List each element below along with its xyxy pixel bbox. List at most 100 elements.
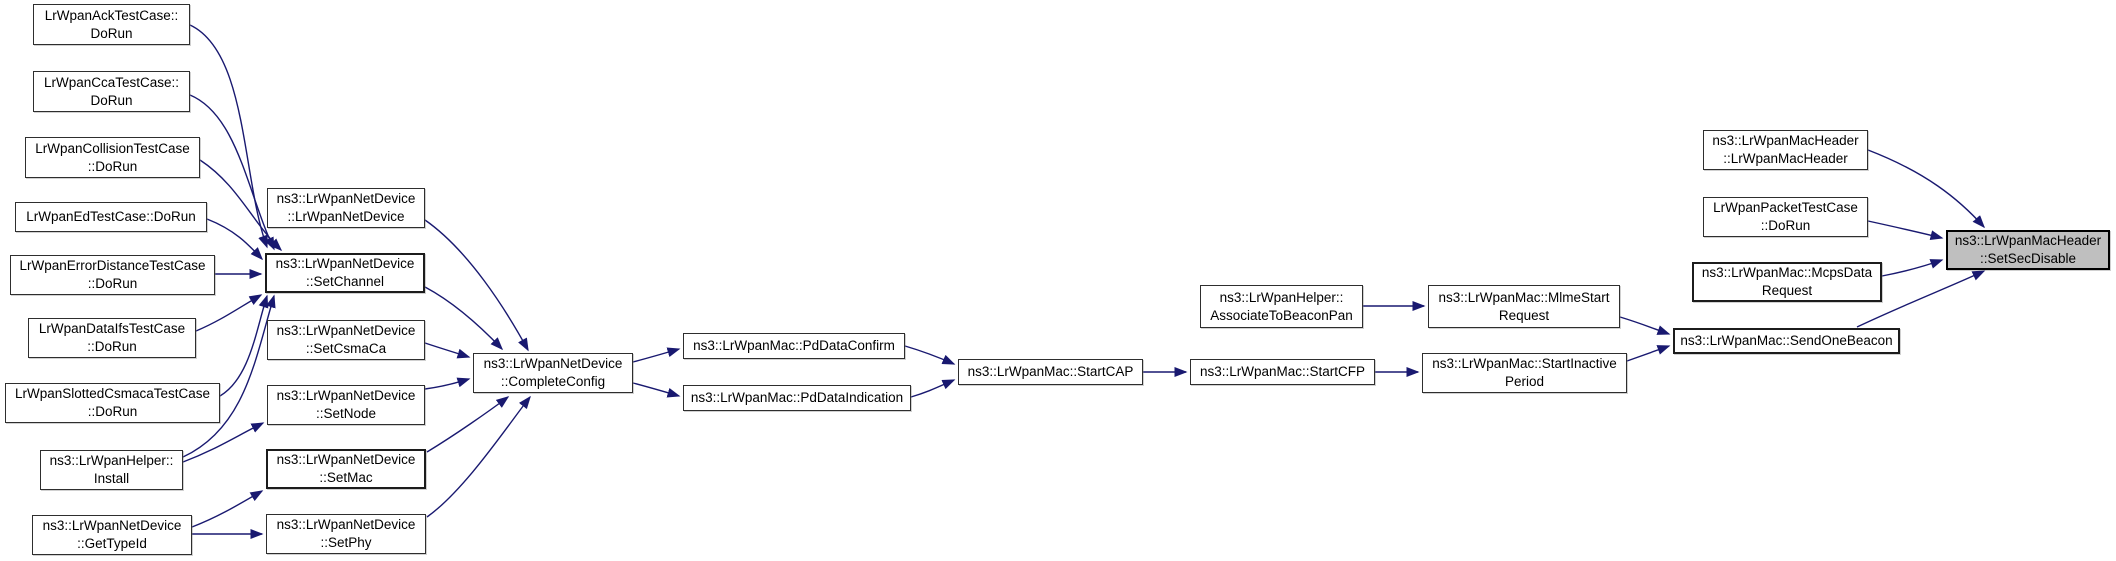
edge-netdevice-ctor-to-completeconfig xyxy=(424,219,529,352)
edge-dataifs-dorun-to-setchannel xyxy=(195,294,263,332)
node-label-line: ::SetMac xyxy=(319,470,373,485)
edge-ed-dorun-to-setchannel xyxy=(206,218,264,261)
edge-gettypeid-to-setmac xyxy=(191,490,264,528)
node-label-line: Install xyxy=(93,471,130,486)
node-associatetobeaconpan[interactable]: ns3::LrWpanHelper::AssociateToBeaconPan xyxy=(1200,285,1363,328)
node-dataifs-dorun[interactable]: LrWpanDataIfsTestCase::DoRun xyxy=(28,318,196,358)
node-collision-dorun[interactable]: LrWpanCollisionTestCase::DoRun xyxy=(25,137,200,178)
node-label-line: ::LrWpanNetDevice xyxy=(287,209,405,224)
node-packettestcase-dorun[interactable]: LrWpanPacketTestCase::DoRun xyxy=(1703,197,1868,237)
edge-helper-install-to-setchannel xyxy=(182,294,276,458)
node-label-line: ::CompleteConfig xyxy=(500,374,606,389)
node-sendonebeacon[interactable]: ns3::LrWpanMac::SendOneBeacon xyxy=(1673,328,1900,354)
edge-startinactiveperiod-to-sendonebeacon xyxy=(1626,345,1671,362)
edge-setnode-to-completeconfig xyxy=(424,377,471,390)
node-label-line: Request xyxy=(1761,283,1813,298)
node-setsecdisable: ns3::LrWpanMacHeader::SetSecDisable xyxy=(1946,230,2110,270)
node-label-line: ::DoRun xyxy=(87,339,137,354)
node-label-line: ::DoRun xyxy=(87,158,138,174)
node-label-line: ::SetPhy xyxy=(320,535,372,550)
node-label-line: ns3::LrWpanHelper:: xyxy=(49,453,174,468)
node-label-line: ns3::LrWpanNetDevice xyxy=(42,518,182,533)
node-label-line: ns3::LrWpanMac::SendOneBeacon xyxy=(1680,333,1893,348)
node-ack-dorun[interactable]: LrWpanAckTestCase::DoRun xyxy=(33,4,190,45)
node-label-line: LrWpanErrorDistanceTestCase xyxy=(19,258,206,273)
node-setphy[interactable]: ns3::LrWpanNetDevice::SetPhy xyxy=(266,514,426,554)
node-label-line: ns3::LrWpanNetDevice xyxy=(276,191,416,206)
edge-completeconfig-to-pddataindication xyxy=(632,382,681,398)
node-label-line: ns3::LrWpanMac::StartCFP xyxy=(1199,364,1366,379)
node-setchannel[interactable]: ns3::LrWpanNetDevice::SetChannel xyxy=(265,253,425,293)
node-label-line: ::GetTypeId xyxy=(77,536,147,551)
node-label-line: ns3::LrWpanMac::PdDataIndication xyxy=(690,390,904,405)
node-label-line: ::DoRun xyxy=(87,276,138,291)
node-setmac[interactable]: ns3::LrWpanNetDevice::SetMac xyxy=(266,449,426,489)
edge-completeconfig-to-pddataconfirm xyxy=(632,347,681,363)
node-label-line: ::SetSecDisable xyxy=(1979,251,2077,266)
node-label-line: ns3::LrWpanMacHeader xyxy=(1954,233,2102,248)
node-label-line: AssociateToBeaconPan xyxy=(1210,307,1353,323)
edge-pddataconfirm-to-startcap xyxy=(904,345,956,365)
node-label-line: ns3::LrWpanMac::StartCAP xyxy=(967,364,1134,379)
node-slottedcsmaca-dorun[interactable]: LrWpanSlottedCsmacaTestCase::DoRun xyxy=(5,383,220,423)
node-helper-install[interactable]: ns3::LrWpanHelper::Install xyxy=(40,450,183,490)
edge-packettestcase-dorun-to-setsecdisable xyxy=(1867,220,1944,241)
node-label-line: ns3::LrWpanMac::PdDataConfirm xyxy=(693,338,895,353)
node-label-line: ::LrWpanMacHeader xyxy=(1723,151,1848,166)
node-label-line: Period xyxy=(1504,374,1545,389)
edge-pddataindication-to-startcap xyxy=(910,379,956,398)
node-label-line: LrWpanDataIfsTestCase xyxy=(38,321,186,336)
node-label-line: LrWpanCollisionTestCase xyxy=(35,140,190,156)
node-label-line: ns3::LrWpanNetDevice xyxy=(276,323,416,338)
node-label-line: ::SetChannel xyxy=(305,274,385,289)
node-startcfp[interactable]: ns3::LrWpanMac::StartCFP xyxy=(1190,359,1375,385)
node-pddataconfirm[interactable]: ns3::LrWpanMac::PdDataConfirm xyxy=(683,333,905,359)
node-label-line: ::SetCsmaCa xyxy=(305,341,387,356)
node-label-line: ns3::LrWpanNetDevice xyxy=(483,356,623,371)
node-gettypeid[interactable]: ns3::LrWpanNetDevice::GetTypeId xyxy=(32,515,192,555)
node-label-line: ns3::LrWpanMac::MlmeStart xyxy=(1438,289,1610,305)
edge-slottedcsmaca-dorun-to-setchannel xyxy=(219,294,269,397)
node-label-line: LrWpanCcaTestCase:: xyxy=(43,74,180,90)
node-startcap[interactable]: ns3::LrWpanMac::StartCAP xyxy=(958,359,1143,385)
node-label-line: ::SetNode xyxy=(315,406,377,421)
node-label-line: ns3::LrWpanMacHeader xyxy=(1712,133,1859,148)
node-label-line: DoRun xyxy=(90,92,133,108)
node-label-line: ns3::LrWpanHelper:: xyxy=(1219,289,1344,305)
edge-setcsmaca-to-completeconfig xyxy=(424,342,471,359)
edge-setchannel-to-completeconfig xyxy=(424,286,504,351)
node-label-line: ::DoRun xyxy=(87,404,138,419)
edge-setmac-to-completeconfig xyxy=(426,396,510,453)
node-setnode[interactable]: ns3::LrWpanNetDevice::SetNode xyxy=(267,385,425,425)
node-label-line: ns3::LrWpanNetDevice xyxy=(276,517,416,532)
edge-collision-dorun-to-setchannel xyxy=(199,159,283,252)
edge-ack-dorun-to-setchannel xyxy=(189,24,268,249)
node-label-line: DoRun xyxy=(90,25,133,41)
edge-mlmestartrequest-to-sendonebeacon xyxy=(1619,316,1671,335)
node-label-line: ns3::LrWpanMac::McpsData xyxy=(1701,265,1873,280)
node-netdevice-ctor[interactable]: ns3::LrWpanNetDevice::LrWpanNetDevice xyxy=(267,188,425,228)
node-setcsmaca[interactable]: ns3::LrWpanNetDevice::SetCsmaCa xyxy=(267,320,425,360)
node-label-line: LrWpanEdTestCase::DoRun xyxy=(26,209,196,224)
node-label-line: LrWpanAckTestCase:: xyxy=(44,7,179,23)
edge-helper-install-to-setnode xyxy=(182,422,265,463)
edge-macheader-ctor-to-setsecdisable xyxy=(1867,149,1986,229)
node-label-line: ns3::LrWpanMac::StartInactive xyxy=(1432,356,1617,371)
node-label-line: LrWpanSlottedCsmacaTestCase xyxy=(14,386,211,401)
node-pddataindication[interactable]: ns3::LrWpanMac::PdDataIndication xyxy=(683,385,911,411)
node-label-line: ns3::LrWpanNetDevice xyxy=(276,388,416,403)
node-cca-dorun[interactable]: LrWpanCcaTestCase::DoRun xyxy=(33,71,190,112)
edge-setphy-to-completeconfig xyxy=(426,395,531,518)
node-ed-dorun[interactable]: LrWpanEdTestCase::DoRun xyxy=(15,202,207,232)
edge-sendonebeacon-to-setsecdisable xyxy=(1856,270,1986,328)
node-errordistance-dorun[interactable]: LrWpanErrorDistanceTestCase::DoRun xyxy=(10,255,215,295)
edge-cca-dorun-to-setchannel xyxy=(189,94,275,251)
node-label-line: ::DoRun xyxy=(1760,218,1811,233)
node-completeconfig[interactable]: ns3::LrWpanNetDevice::CompleteConfig xyxy=(473,353,633,393)
node-macheader-ctor[interactable]: ns3::LrWpanMacHeader::LrWpanMacHeader xyxy=(1703,130,1868,170)
